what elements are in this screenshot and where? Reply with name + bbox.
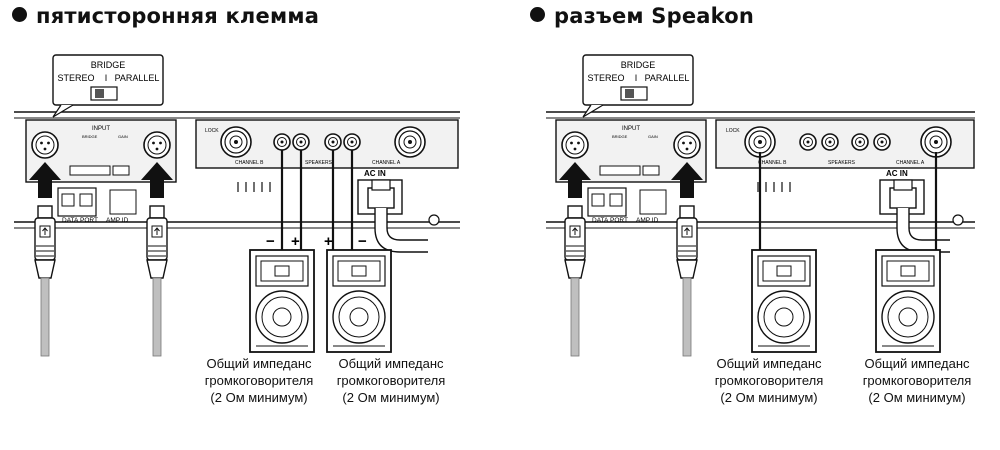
polarity-plus-2: + bbox=[324, 233, 333, 250]
bridge-small-label: BRIDGE bbox=[612, 134, 628, 139]
callout-parallel-label: PARALLEL bbox=[115, 73, 160, 83]
caption-line2: громкоговорителя bbox=[862, 373, 972, 388]
binding-post-icon bbox=[821, 133, 839, 151]
binding-post-icon bbox=[343, 133, 361, 151]
callout-stereo-label: STEREO bbox=[57, 73, 94, 83]
speaker-icon bbox=[751, 249, 817, 353]
binding-post-icon bbox=[851, 133, 869, 151]
callout-bridge-label: BRIDGE bbox=[621, 60, 656, 70]
binding-post-icon bbox=[873, 133, 891, 151]
binding-post-icon bbox=[273, 133, 291, 151]
caption-line2: громкоговорителя bbox=[336, 373, 446, 388]
callout-parallel-label: PARALLEL bbox=[645, 73, 690, 83]
ac-in-label: AC IN bbox=[364, 169, 386, 178]
polarity-minus-2: − bbox=[358, 233, 367, 250]
xlr-plug-icon bbox=[564, 205, 586, 357]
callout-stereo-label: STEREO bbox=[587, 73, 624, 83]
amp-id-label: AMP ID bbox=[106, 217, 129, 224]
port-label: PORT bbox=[80, 217, 98, 224]
xlr-plug-icon bbox=[34, 205, 56, 357]
caption-line2: громкоговорителя bbox=[714, 373, 824, 388]
caption-line3: (2 Ом минимум) bbox=[868, 390, 966, 405]
ac-in-label: AC IN bbox=[886, 169, 908, 178]
caption-line1: Общий импеданс bbox=[716, 356, 822, 371]
speakers-label: SPEAKERS bbox=[828, 160, 856, 166]
heading-right-text: разъем Speakon bbox=[554, 4, 755, 28]
xlr-jack-icon bbox=[143, 131, 171, 159]
speakon-jack-icon bbox=[394, 126, 426, 158]
binding-post-icon bbox=[799, 133, 817, 151]
xlr-plug-icon bbox=[676, 205, 698, 357]
callout-separator: I bbox=[635, 73, 638, 83]
speaker-icon bbox=[326, 249, 392, 353]
data-label: DATA bbox=[62, 217, 79, 224]
speaker-caption-1: Общий импеданс громкоговорителя (2 Ом ми… bbox=[184, 355, 334, 406]
input-label: INPUT bbox=[92, 126, 110, 132]
amp-id-label: AMP ID bbox=[636, 217, 659, 224]
caption-line2: громкоговорителя bbox=[204, 373, 314, 388]
xlr-plug-icon bbox=[146, 205, 168, 357]
xlr-jack-icon bbox=[561, 131, 589, 159]
speakon-jack-icon bbox=[220, 126, 252, 158]
caption-line3: (2 Ом минимум) bbox=[342, 390, 440, 405]
polarity-plus-1: + bbox=[291, 233, 300, 250]
heading-right: разъем Speakon bbox=[530, 4, 754, 28]
channel-a-label: CHANNEL A bbox=[372, 160, 401, 166]
polarity-minus-1: − bbox=[266, 233, 275, 250]
bullet-icon bbox=[530, 7, 545, 22]
speaker-icon bbox=[249, 249, 315, 353]
caption-line1: Общий импеданс bbox=[206, 356, 312, 371]
lock-label: LOCK bbox=[205, 128, 219, 134]
data-label: DATA bbox=[592, 217, 609, 224]
binding-post-icon bbox=[292, 133, 310, 151]
right-amplifier-panel: INPUT BRIDGE GAIN DATA PORT AMP ID LOCK … bbox=[546, 54, 975, 357]
callout-separator: I bbox=[105, 73, 108, 83]
input-label: INPUT bbox=[622, 126, 640, 132]
channel-b-label: CHANNEL B bbox=[235, 160, 264, 166]
caption-line1: Общий импеданс bbox=[864, 356, 970, 371]
port-label: PORT bbox=[610, 217, 628, 224]
xlr-jack-icon bbox=[673, 131, 701, 159]
speakers-label: SPEAKERS bbox=[305, 160, 333, 166]
channel-a-label: CHANNEL A bbox=[896, 160, 925, 166]
caption-line3: (2 Ом минимум) bbox=[210, 390, 308, 405]
channel-b-label: CHANNEL B bbox=[758, 160, 787, 166]
caption-line3: (2 Ом минимум) bbox=[720, 390, 818, 405]
heading-left-text: пятисторонняя клемма bbox=[36, 4, 320, 28]
left-amplifier-panel: INPUT BRIDGE GAIN DATA PORT AMP ID LOCK … bbox=[14, 54, 460, 357]
bridge-small-label: BRIDGE bbox=[82, 134, 98, 139]
speaker-caption-4: Общий импеданс громкоговорителя (2 Ом ми… bbox=[842, 355, 992, 406]
gain-small-label: GAIN bbox=[118, 134, 128, 139]
callout-bridge-label: BRIDGE bbox=[91, 60, 126, 70]
xlr-jack-icon bbox=[31, 131, 59, 159]
bullet-icon bbox=[12, 7, 27, 22]
heading-left: пятисторонняя клемма bbox=[12, 4, 319, 28]
lock-label: LOCK bbox=[726, 128, 740, 134]
caption-line1: Общий импеданс bbox=[338, 356, 444, 371]
speaker-caption-3: Общий импеданс громкоговорителя (2 Ом ми… bbox=[694, 355, 844, 406]
speaker-icon bbox=[875, 249, 941, 353]
gain-small-label: GAIN bbox=[648, 134, 658, 139]
speaker-caption-2: Общий импеданс громкоговорителя (2 Ом ми… bbox=[316, 355, 466, 406]
binding-post-icon bbox=[324, 133, 342, 151]
